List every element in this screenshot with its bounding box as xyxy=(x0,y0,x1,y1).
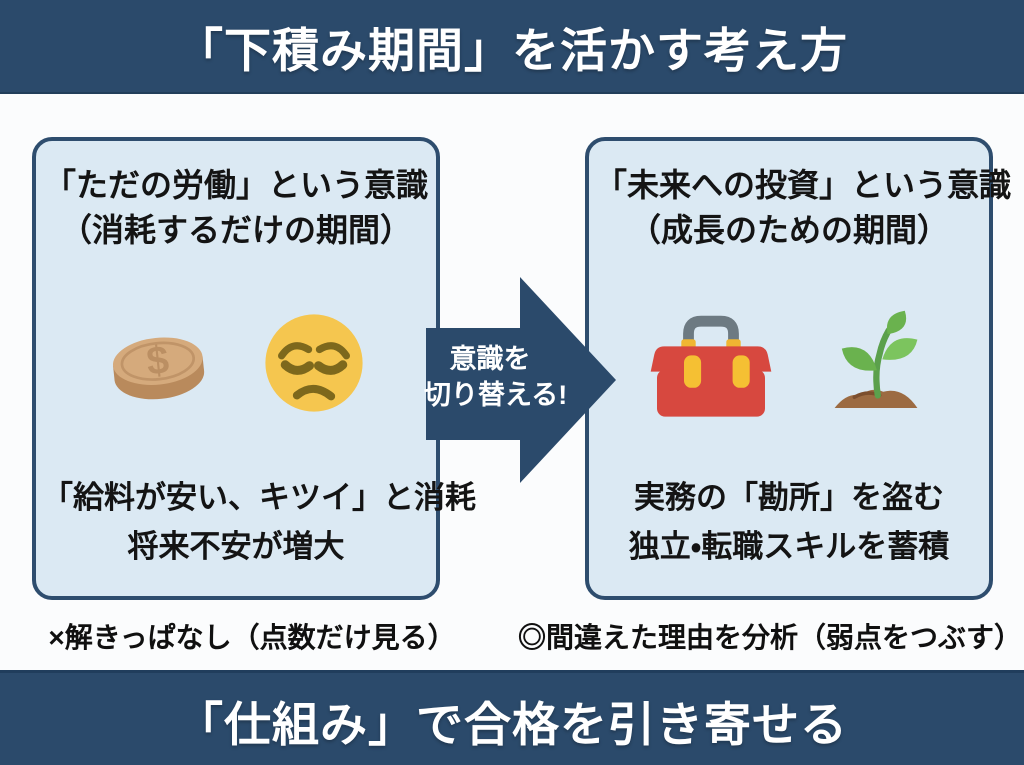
left-idea-box: 「ただの労働」という意識 （消耗するだけの期間） $ xyxy=(32,137,476,600)
footer-title: 「仕組み」で合格を引き寄せる xyxy=(176,698,848,751)
right-arrow-icon xyxy=(426,277,616,483)
seedling-icon xyxy=(822,307,930,419)
footer-banner: 「仕組み」で合格を引き寄せる xyxy=(0,670,1024,765)
right-heading-line1: 「未来への投資」という意識 xyxy=(595,167,1012,203)
right-icon-row xyxy=(595,305,983,422)
header-banner: 「下積み期間」を活かす考え方 xyxy=(0,0,1024,94)
footnote-left: ×解きっぱなし（点数だけ見る） xyxy=(48,622,456,653)
coin-icon: $ xyxy=(104,309,212,417)
mindset-switch-arrow: 意識を 切り替える! xyxy=(424,275,618,485)
left-box-result: 「給料が安い、キツイ」と消耗 将来不安が増大 xyxy=(42,473,476,572)
footnote-right: ◎間違えた理由を分析（弱点をつぶす） xyxy=(518,622,1023,653)
right-heading-line2: （成長のための期間） xyxy=(628,212,949,249)
left-result-line2: 将来不安が増大 xyxy=(127,529,345,565)
left-icon-row: $ xyxy=(42,309,430,417)
toolbox-icon xyxy=(648,305,774,422)
right-box-heading: 「未来への投資」という意識 （成長のための期間） xyxy=(595,163,1012,254)
right-box-result: 実務の「勘所」を盗む 独立・転職スキルを蓄積 xyxy=(595,473,983,572)
left-box-heading: 「ただの労働」という意識 （消耗するだけの期間） xyxy=(42,163,430,254)
svg-text:$: $ xyxy=(145,338,171,384)
arrow-label-line1: 意識を xyxy=(449,344,531,374)
left-heading-line1: 「ただの労働」という意識 xyxy=(43,167,428,203)
arrow-label-line2: 切り替える! xyxy=(424,380,568,411)
right-result-line2: 独立・転職スキルを蓄積 xyxy=(628,529,950,565)
left-result-line1: 「給料が安い、キツイ」と消耗 xyxy=(42,479,476,515)
left-heading-line2: （消耗するだけの期間） xyxy=(59,212,412,249)
arrow-label: 意識を 切り替える! xyxy=(424,341,568,414)
disappointed-face-icon xyxy=(260,309,368,417)
right-idea-box: 「未来への投資」という意識 （成長のための期間） xyxy=(585,137,1012,600)
right-result-line1: 実務の「勘所」を盗む xyxy=(634,479,944,515)
page-title: 「下積み期間」を活かす考え方 xyxy=(176,23,848,77)
